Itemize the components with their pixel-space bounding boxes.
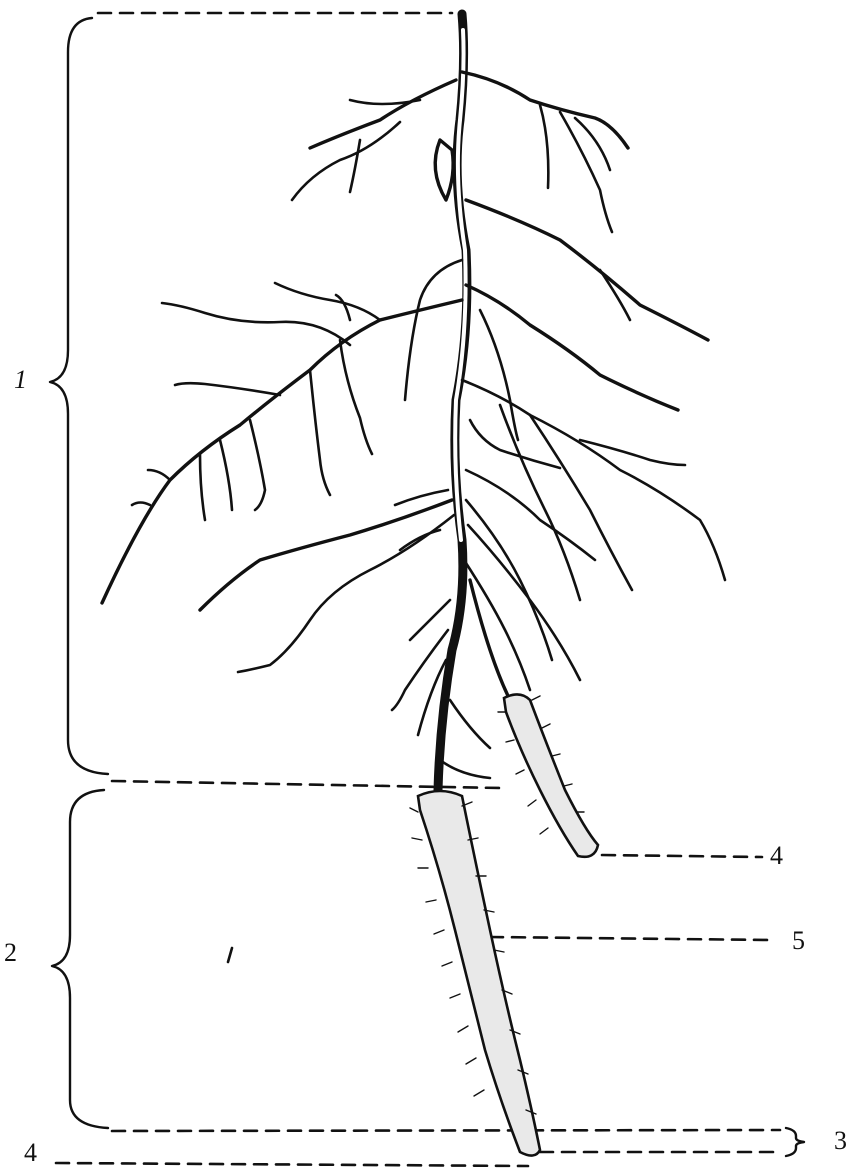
zone-1-label: 1 bbox=[14, 367, 27, 393]
lateral-root bbox=[480, 310, 518, 440]
lateral-root bbox=[466, 200, 708, 340]
side-root bbox=[470, 580, 510, 700]
lateral-root bbox=[466, 285, 678, 410]
main-root-cap-label: 4 bbox=[24, 1140, 37, 1166]
taproot bbox=[438, 14, 467, 790]
lateral-root bbox=[275, 283, 380, 320]
zone-3-label: 3 bbox=[834, 1128, 847, 1154]
lateral-root bbox=[440, 760, 490, 778]
lateral-root bbox=[575, 118, 610, 170]
zone-1-brace bbox=[50, 18, 108, 774]
lateral-root bbox=[238, 515, 454, 672]
lateral-root bbox=[600, 270, 630, 320]
lateral-root bbox=[102, 300, 462, 603]
lateral-root bbox=[132, 503, 150, 506]
zone-2-bottom-dashed-line bbox=[112, 1130, 780, 1131]
lateral-root bbox=[148, 470, 170, 480]
lateral-root bbox=[310, 370, 330, 495]
side-root-cap-leader bbox=[602, 855, 762, 857]
main-root-hair-zone bbox=[418, 791, 540, 1156]
zone-3-brace bbox=[786, 1128, 804, 1156]
side-root-hair-zone bbox=[504, 694, 598, 856]
side-root-cap-label: 4 bbox=[770, 843, 783, 869]
lateral-root bbox=[200, 455, 205, 520]
lateral-root bbox=[220, 440, 232, 510]
stray-mark bbox=[228, 948, 232, 962]
lateral-root bbox=[340, 340, 372, 454]
lateral-root bbox=[405, 260, 462, 400]
root-hairs-label: 5 bbox=[792, 928, 805, 954]
lateral-root bbox=[336, 295, 350, 320]
lateral-root bbox=[450, 700, 490, 748]
main-root-cap-leader bbox=[56, 1163, 528, 1166]
zone-2-brace bbox=[52, 790, 108, 1128]
lateral-root bbox=[162, 303, 350, 345]
lateral-root bbox=[200, 500, 452, 610]
lateral-root bbox=[350, 140, 360, 192]
zone-2-label: 2 bbox=[4, 940, 17, 966]
lateral-root bbox=[540, 105, 548, 188]
taproot-swelling bbox=[435, 140, 453, 200]
lateral-root bbox=[175, 383, 280, 395]
root-hair-leader bbox=[490, 937, 770, 940]
lateral-root bbox=[250, 420, 265, 510]
